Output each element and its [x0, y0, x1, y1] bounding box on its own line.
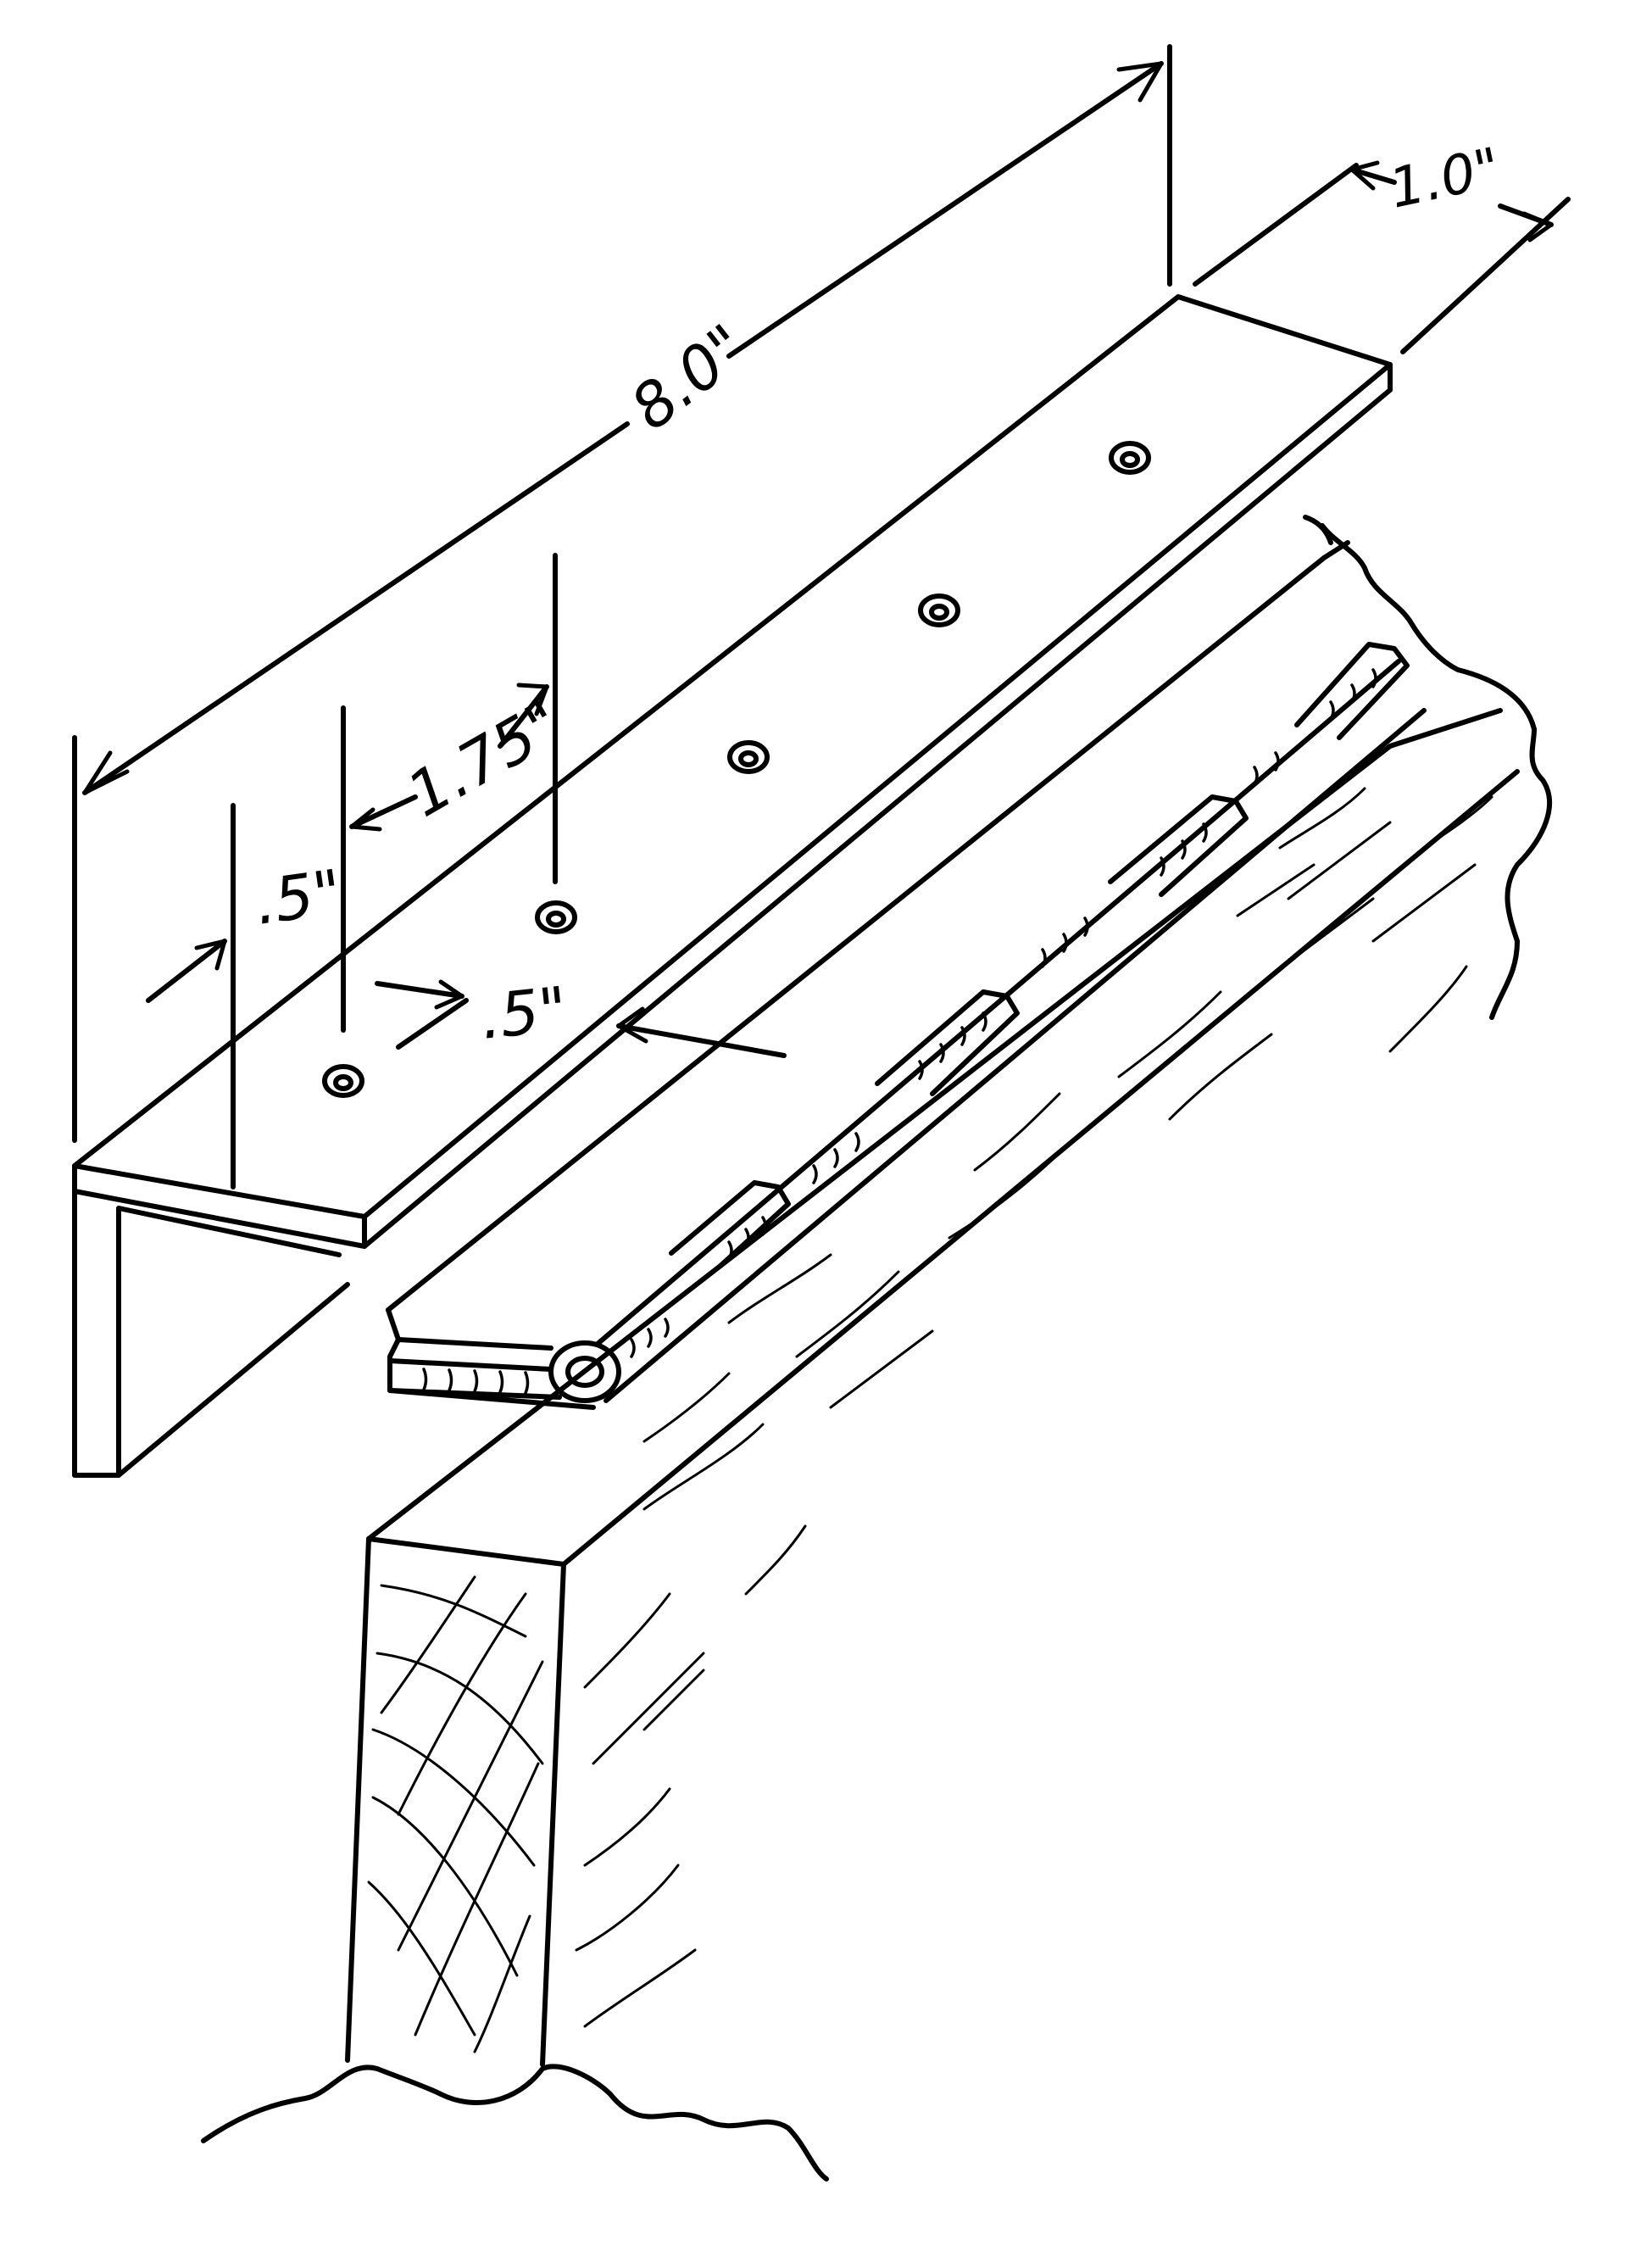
dimension-lines	[72, 44, 1571, 1190]
side-grain-lines	[575, 787, 1493, 2028]
length-dimension-label: 8.0"	[618, 310, 760, 443]
end-offset-dimension-label: .5"	[251, 855, 347, 938]
width-dimension-label: 1.0"	[1384, 137, 1506, 221]
mounting-hole-4	[918, 593, 960, 627]
wooden-board	[201, 515, 1552, 2181]
mounting-hole-2	[535, 900, 577, 934]
angle-bracket	[72, 294, 1393, 1478]
end-grain-hatching	[367, 1575, 544, 2053]
mounting-holes	[322, 441, 1151, 1098]
hole-spacing-dimension-label: 1.75"	[396, 687, 574, 830]
hinge-barrel-texture	[630, 668, 1377, 1358]
mounting-hole-3	[727, 740, 770, 774]
edge-offset-dimension-label: .5"	[477, 973, 570, 1053]
hinge-pin-end	[548, 1340, 621, 1403]
mounting-hole-5	[1109, 441, 1151, 475]
mounting-hole-1	[322, 1064, 364, 1098]
